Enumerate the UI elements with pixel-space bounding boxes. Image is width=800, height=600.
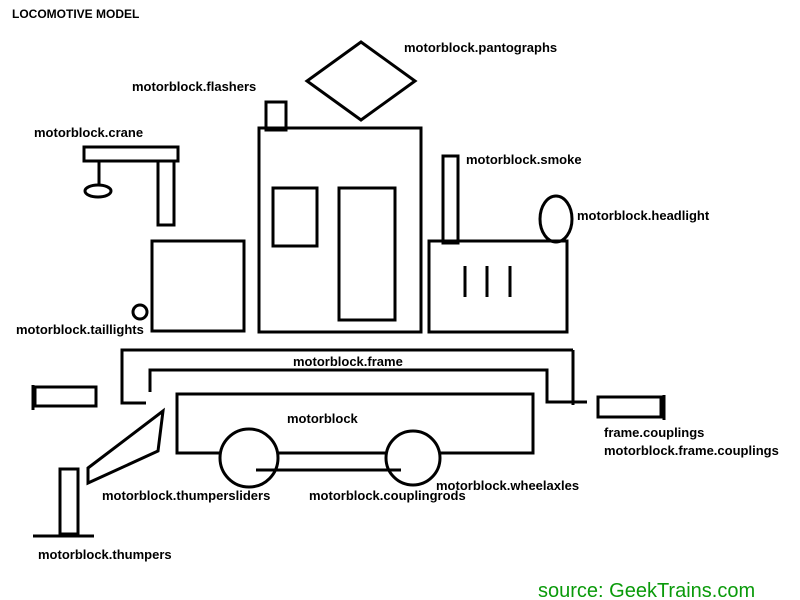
label-couplingrods: motorblock.couplingrods	[309, 488, 466, 503]
label-motorblock-frame-couplings: motorblock.frame.couplings	[604, 443, 779, 458]
label-thumpers: motorblock.thumpers	[38, 547, 172, 562]
rear-block-shape	[150, 239, 246, 333]
label-headlight: motorblock.headlight	[577, 208, 710, 223]
pantographs-shape	[304, 40, 418, 122]
crane-arm	[82, 145, 180, 163]
frame-inner-rail	[148, 368, 587, 404]
label-smoke: motorblock.smoke	[466, 152, 582, 167]
label-pantographs: motorblock.pantographs	[404, 40, 557, 55]
front-coupling-shape	[596, 395, 663, 419]
motorblock-shape	[175, 392, 535, 455]
cabin-shape	[257, 126, 423, 334]
source-credit: source: GeekTrains.com	[538, 580, 755, 600]
diagram-title: LOCOMOTIVE MODEL	[12, 7, 139, 21]
taillight-shape	[131, 303, 149, 321]
headlight-shape	[538, 194, 574, 244]
label-crane: motorblock.crane	[34, 125, 143, 140]
flashers-shape	[264, 100, 288, 132]
frame-left-end	[120, 348, 158, 405]
cabin-door	[337, 186, 397, 322]
cabin-window	[271, 186, 319, 248]
crane-hook	[83, 183, 113, 199]
thumper-post	[58, 467, 80, 536]
smoke-stack-shape	[441, 154, 460, 245]
label-frame: motorblock.frame	[293, 354, 403, 369]
wheel-rear	[218, 427, 280, 489]
label-thumpersliders: motorblock.thumpersliders	[102, 488, 270, 503]
label-flashers: motorblock.flashers	[132, 79, 256, 94]
wheel-front	[384, 429, 442, 487]
thumpersliders-shape	[86, 407, 165, 486]
label-wheelaxles: motorblock.wheelaxles	[436, 478, 579, 493]
label-frame-couplings: frame.couplings	[604, 425, 704, 440]
label-taillights: motorblock.taillights	[16, 322, 144, 337]
label-motorblock: motorblock	[287, 411, 359, 426]
rear-coupling-shape	[33, 385, 98, 408]
crane-post	[156, 159, 176, 227]
engine-block-shape	[427, 239, 569, 334]
